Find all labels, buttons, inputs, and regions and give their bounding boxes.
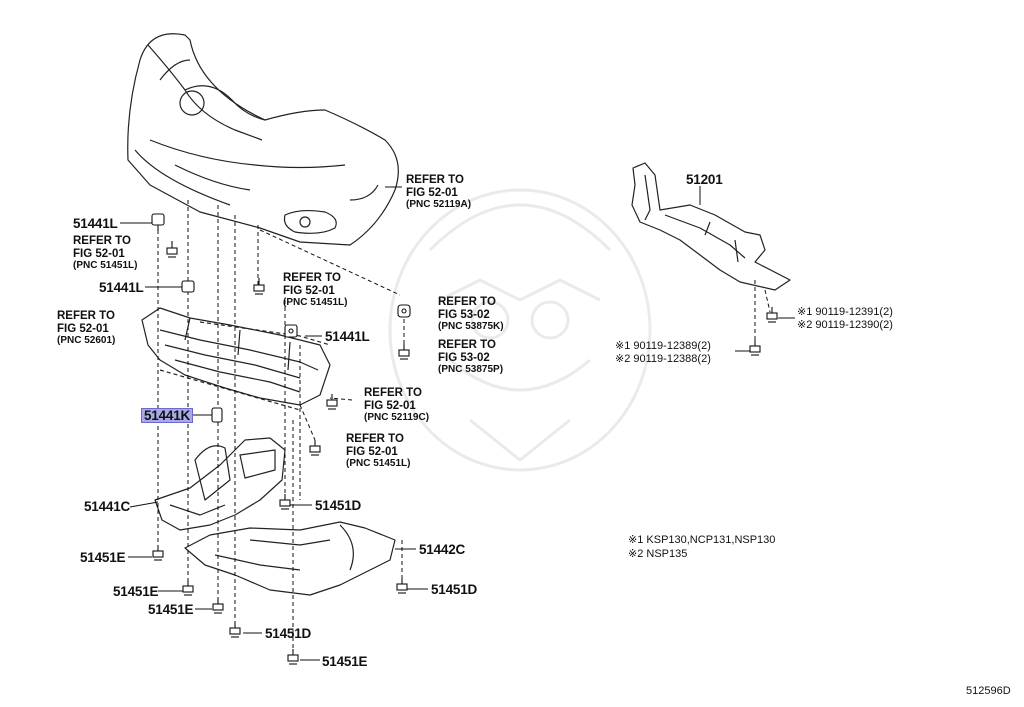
bolt-icon <box>182 580 194 596</box>
callout-51451E-c[interactable]: 51451E <box>148 602 194 617</box>
figure-id: 512596D <box>966 685 1011 697</box>
clip-icon <box>284 324 298 338</box>
engine-under-cover-lh <box>154 437 286 531</box>
bolt-icon <box>309 440 321 456</box>
bolt-note-upper-1[interactable]: ※1 90119-12391(2) <box>797 306 893 318</box>
bolt-icon <box>287 649 299 665</box>
callout-51441L-right[interactable]: 51441L <box>325 329 370 344</box>
bolt-icon <box>166 241 178 258</box>
callout-51451E-a[interactable]: 51451E <box>80 550 126 565</box>
under-cover-upper <box>141 307 331 406</box>
callout-51441K-highlighted[interactable]: 51441K <box>141 408 194 423</box>
callout-leaders <box>120 186 795 661</box>
bolt-icon <box>229 622 241 638</box>
bolt-icon <box>152 545 164 561</box>
bolt-icon <box>253 278 265 295</box>
bolt-icon <box>766 307 778 323</box>
front-bumper-cover <box>127 33 399 246</box>
clip-icon <box>211 407 223 423</box>
callout-51451E-b[interactable]: 51451E <box>113 584 159 599</box>
grommet-icon <box>397 304 411 318</box>
callout-51201[interactable]: 51201 <box>686 172 723 187</box>
dashed-guide-lines <box>157 200 771 650</box>
bumper-reinforcement-bracket <box>631 162 791 291</box>
bolt-icon <box>398 344 410 360</box>
clip-icon <box>181 280 195 293</box>
bolt-icon <box>212 598 224 614</box>
bolt-note-lower-1[interactable]: ※1 90119-12389(2) <box>615 340 711 352</box>
fasteners <box>151 213 778 665</box>
clip-icon <box>151 213 165 231</box>
legend-item-1: ※1 KSP130,NCP131,NSP130 <box>628 534 776 546</box>
callout-51442C[interactable]: 51442C <box>419 542 466 557</box>
callout-51441C[interactable]: 51441C <box>84 499 131 514</box>
engine-under-cover-rh <box>184 521 396 596</box>
callout-51441L-upper[interactable]: 51441L <box>73 216 118 231</box>
bolt-note-upper-2[interactable]: ※2 90119-12390(2) <box>797 319 893 331</box>
bolt-icon <box>326 394 338 410</box>
callout-51441L-middle[interactable]: 51441L <box>99 280 144 295</box>
callout-51451E-d[interactable]: 51451E <box>322 654 368 669</box>
bolt-icon <box>749 340 761 356</box>
bolt-icon <box>396 578 408 594</box>
callout-51451D-c[interactable]: 51451D <box>265 626 312 641</box>
callout-51451D-a[interactable]: 51451D <box>315 498 362 513</box>
bolt-note-lower-2[interactable]: ※2 90119-12388(2) <box>615 353 711 365</box>
watermark-emblem <box>388 188 652 472</box>
bolt-icon <box>279 494 291 510</box>
legend-item-2: ※2 NSP135 <box>628 548 688 560</box>
callout-51451D-b[interactable]: 51451D <box>431 582 478 597</box>
